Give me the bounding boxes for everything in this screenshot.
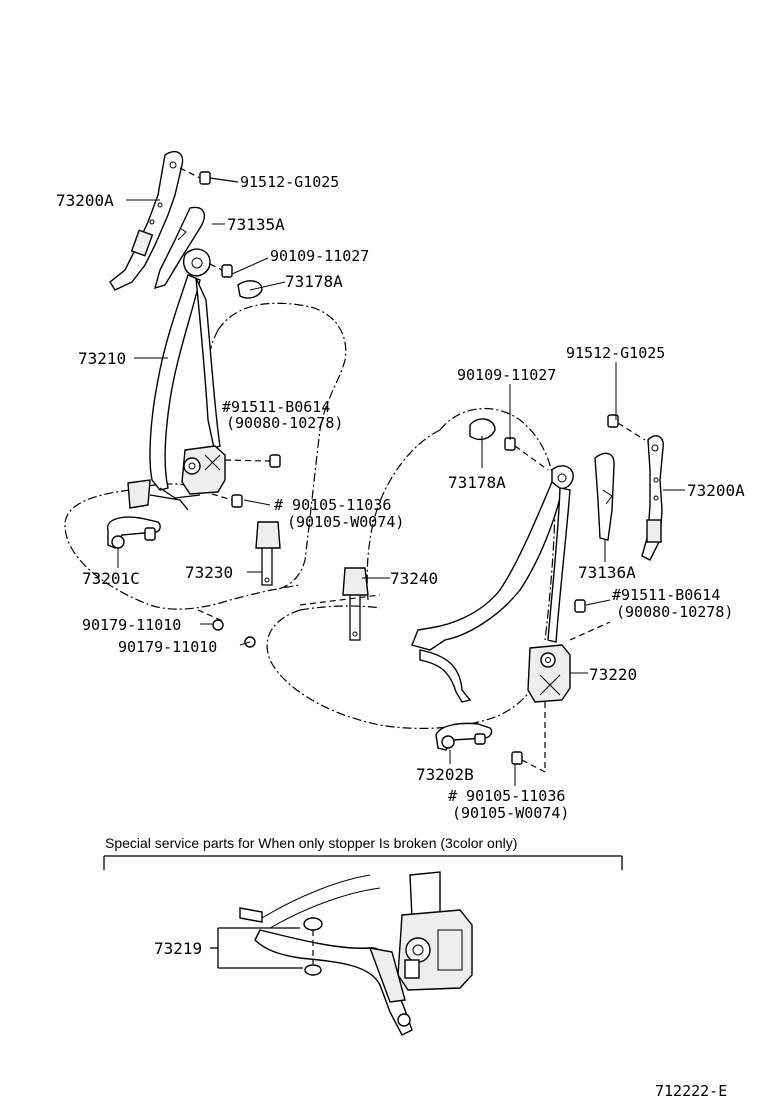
stopper-webbing-upper <box>261 874 381 929</box>
left-shoulder-anchor <box>183 248 233 278</box>
left-buckle <box>255 521 281 586</box>
right-retractor-bolt <box>569 599 611 641</box>
label-73178a-left: 73178A <box>285 272 343 291</box>
label-90105-left: # 90105-11036 <box>274 496 391 514</box>
label-73230: 73230 <box>185 563 233 582</box>
stopper-lower <box>304 964 322 976</box>
left-nuts <box>197 609 256 648</box>
label-73219-bracket <box>210 927 303 969</box>
right-retractor <box>511 644 571 773</box>
right-upper-bolt <box>504 437 549 471</box>
label-73240: 73240 <box>390 569 438 588</box>
right-anchor-cover <box>469 418 496 441</box>
label-73202b: 73202B <box>416 765 474 784</box>
right-inner-buckle-bracket <box>435 722 493 751</box>
left-upper-anchor-bracket <box>109 150 201 291</box>
label-90105w-right: (90105-W0074) <box>452 804 569 822</box>
left-belt-webbing <box>149 274 221 499</box>
right-upper-anchor-bracket <box>641 435 664 561</box>
left-anchor-cover <box>237 280 263 299</box>
right-belt-webbing <box>411 480 571 703</box>
diagram-code: 712222-E <box>655 1082 727 1100</box>
label-73135a: 73135A <box>227 215 285 234</box>
left-pillar-cover <box>153 206 206 290</box>
right-buckle <box>299 567 381 641</box>
label-90105w-left: (90105-W0074) <box>287 513 404 531</box>
special-service-note: Special service parts for When only stop… <box>105 835 517 851</box>
special-service-section: Special service parts for When only stop… <box>103 835 623 1036</box>
label-91512-right: 91512-G1025 <box>566 344 665 362</box>
label-91511-right: #91511-B0614 <box>612 586 720 604</box>
left-anchor-bolt <box>199 171 239 185</box>
part-labels: 73200A 91512-G1025 73135A 90109-11027 73… <box>56 173 745 822</box>
left-retractor <box>181 445 281 508</box>
stopper-upper <box>303 917 323 931</box>
label-73219: 73219 <box>154 939 202 958</box>
label-73200a-left: 73200A <box>56 191 114 210</box>
right-seat-outline <box>266 407 556 730</box>
label-73201c: 73201C <box>82 569 140 588</box>
label-90109-right: 90109-11027 <box>457 366 556 384</box>
label-91511-left: #91511-B0614 <box>222 398 330 416</box>
right-anchor-bolt <box>607 414 646 441</box>
label-90105-right: # 90105-11036 <box>448 787 565 805</box>
label-90109-left: 90109-11027 <box>270 247 369 265</box>
label-73178a-right: 73178A <box>448 473 506 492</box>
label-90179-b: 90179-11010 <box>118 638 217 656</box>
right-pillar-cover <box>594 452 615 541</box>
label-91512-top: 91512-G1025 <box>240 173 339 191</box>
label-73220: 73220 <box>589 665 637 684</box>
stopper-retractor-detail <box>397 871 473 991</box>
label-90080-left: (90080-10278) <box>226 414 343 432</box>
label-73200a-right: 73200A <box>687 481 745 500</box>
label-73210: 73210 <box>78 349 126 368</box>
label-73136a: 73136A <box>578 563 636 582</box>
left-inner-buckle-bracket <box>106 516 161 549</box>
stopper-webbing-tab <box>368 947 406 1003</box>
left-lap-anchor <box>127 479 189 511</box>
leader-lines <box>117 199 685 786</box>
label-90179-a: 90179-11010 <box>82 616 181 634</box>
right-shoulder-anchor <box>551 465 574 490</box>
label-90080-right: (90080-10278) <box>616 603 733 621</box>
